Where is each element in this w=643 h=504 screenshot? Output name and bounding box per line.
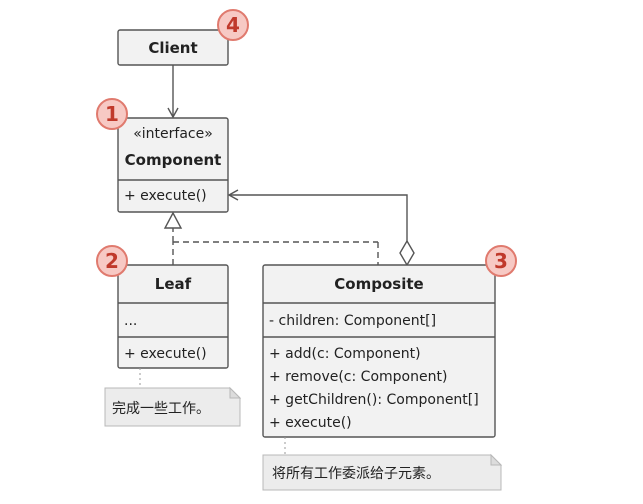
badge-number: 1 [105, 102, 119, 126]
leaf-note: 完成一些工作。 [104, 386, 242, 427]
component-method: + execute() [124, 188, 207, 204]
component-title: Component [125, 151, 222, 169]
composite-field: - children: Component[] [269, 313, 436, 329]
component-interface: «interface» Component + execute() [117, 117, 229, 213]
leaf-class: Leaf ... + execute() [117, 264, 229, 369]
aggregation-diamond-icon [399, 239, 415, 267]
realization-triangle-icon [163, 211, 183, 229]
badge-number: 4 [226, 13, 240, 37]
badge-number: 2 [105, 249, 119, 273]
badge-composite: 3 [485, 245, 517, 277]
composite-note-text: 将所有工作委派给子元素。 [272, 466, 440, 482]
component-stereotype: «interface» [133, 126, 213, 142]
composite-title: Composite [334, 275, 423, 293]
composite-class: Composite - children: Component[] + add(… [262, 264, 496, 438]
leaf-method: + execute() [124, 346, 207, 362]
composite-method-execute: + execute() [269, 415, 352, 431]
client-class: Client [117, 29, 229, 66]
composite-aggregation-line [227, 189, 408, 241]
badge-client: 4 [217, 9, 249, 41]
composite-method-add: + add(c: Component) [269, 346, 421, 362]
composite-method-getchildren: + getChildren(): Component[] [269, 392, 479, 408]
leaf-note-text: 完成一些工作。 [112, 401, 210, 417]
leaf-title: Leaf [155, 275, 192, 293]
badge-component: 1 [96, 98, 128, 130]
badge-number: 3 [494, 249, 508, 273]
client-title: Client [148, 39, 197, 57]
composite-note: 将所有工作委派给子元素。 [262, 453, 503, 491]
leaf-field: ... [124, 313, 137, 329]
badge-leaf: 2 [96, 245, 128, 277]
composite-method-remove: + remove(c: Component) [269, 369, 447, 385]
